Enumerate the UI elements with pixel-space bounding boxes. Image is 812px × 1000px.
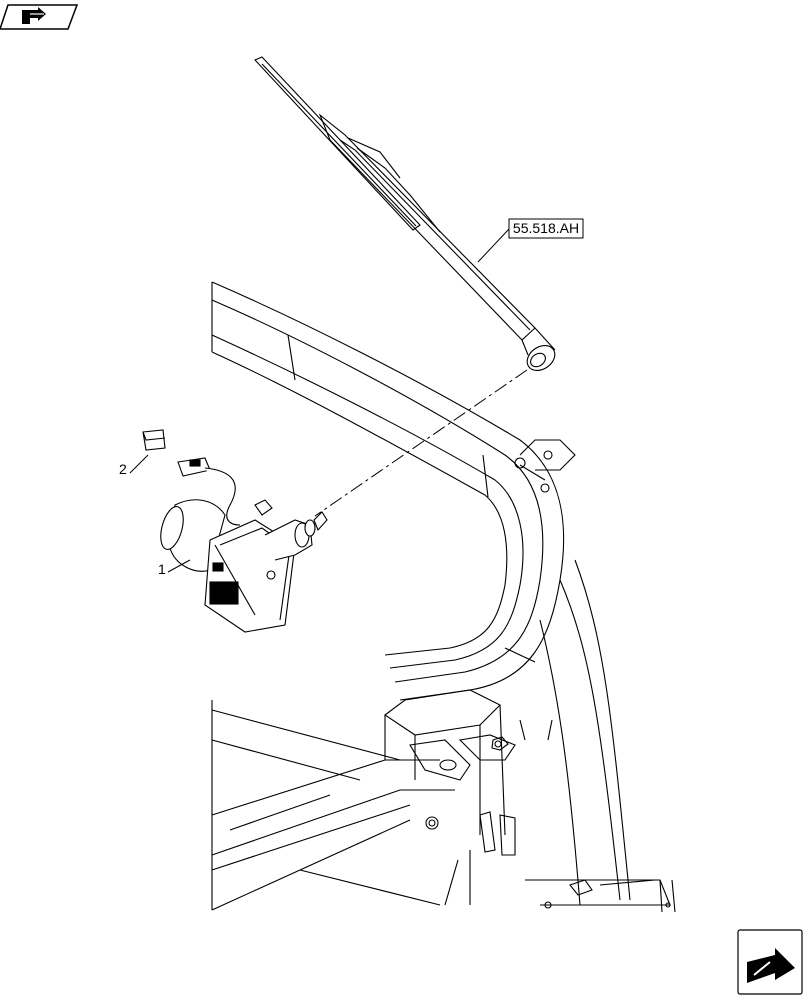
assembly-axis-line <box>314 369 528 517</box>
callout-1: 1 <box>158 559 191 577</box>
cab-frame <box>211 281 676 913</box>
wiper-motor[interactable] <box>157 457 328 633</box>
section-nav-icon[interactable] <box>0 4 79 30</box>
callout-2-label: 2 <box>119 461 127 477</box>
reference-label[interactable]: 55.518.AH <box>477 218 584 263</box>
next-page-icon[interactable] <box>737 929 803 995</box>
reference-label-text: 55.518.AH <box>513 220 579 236</box>
connector-plug[interactable] <box>142 429 166 451</box>
wiper-arm <box>254 56 556 372</box>
callout-1-label: 1 <box>158 561 166 577</box>
callout-2: 2 <box>119 454 149 477</box>
